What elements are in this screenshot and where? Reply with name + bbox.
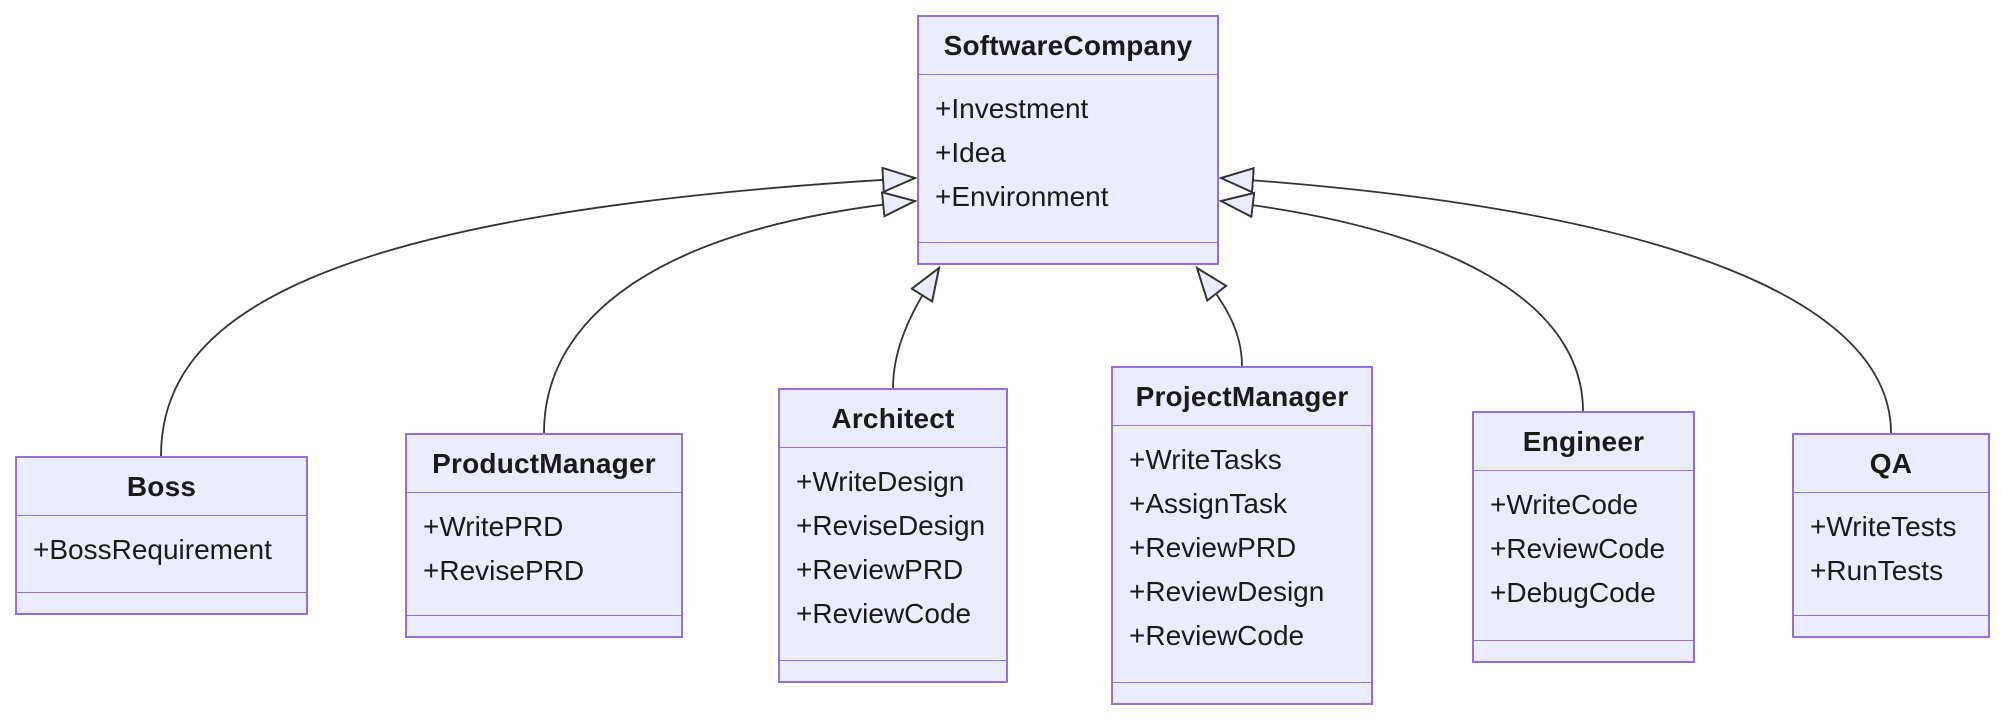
member-row: +ReviewCode	[1129, 620, 1305, 651]
class-members: +WriteCode +ReviewCode +DebugCode	[1474, 471, 1693, 640]
class-methods-empty	[919, 242, 1217, 263]
class-members: +Investment +Idea +Environment	[919, 75, 1217, 242]
member-row: +ReviewCode	[796, 598, 972, 629]
member-row: +WritePRD	[423, 511, 564, 542]
class-engineer: Engineer +WriteCode +ReviewCode +DebugCo…	[1472, 411, 1695, 663]
member-row: +BossRequirement	[33, 534, 272, 565]
class-qa: QA +WriteTests +RunTests	[1792, 433, 1990, 638]
class-title: ProductManager	[407, 435, 681, 493]
class-title: ProjectManager	[1113, 368, 1371, 426]
member-row: +AssignTask	[1129, 488, 1287, 519]
class-methods-empty	[1113, 682, 1371, 703]
member-row: +ReviewPRD	[796, 554, 964, 585]
class-methods-empty	[407, 615, 681, 636]
class-members: +WriteTests +RunTests	[1794, 493, 1988, 615]
member-row: +ReviewDesign	[1129, 576, 1325, 607]
class-methods-empty	[780, 660, 1006, 681]
class-title: SoftwareCompany	[919, 17, 1217, 75]
class-members: +WritePRD +RevisePRD	[407, 493, 681, 615]
class-title: QA	[1794, 435, 1988, 493]
class-title: Architect	[780, 390, 1006, 448]
member-row: +WriteDesign	[796, 466, 965, 497]
class-methods-empty	[1474, 640, 1693, 661]
class-projectmanager: ProjectManager +WriteTasks +AssignTask +…	[1111, 366, 1373, 705]
member-row: +Investment	[935, 93, 1089, 124]
class-members: +WriteTasks +AssignTask +ReviewPRD +Revi…	[1113, 426, 1371, 682]
class-softwarecompany: SoftwareCompany +Investment +Idea +Envir…	[917, 15, 1219, 265]
member-row: +WriteTasks	[1129, 444, 1282, 475]
member-row: +ReviewPRD	[1129, 532, 1297, 563]
class-boss: Boss +BossRequirement	[15, 456, 308, 615]
class-title: Boss	[17, 458, 306, 516]
member-row: +ReviseDesign	[796, 510, 986, 541]
class-title: Engineer	[1474, 413, 1693, 471]
member-row: +RevisePRD	[423, 555, 585, 586]
class-methods-empty	[17, 592, 306, 613]
member-row: +WriteTests	[1810, 511, 1957, 542]
class-architect: Architect +WriteDesign +ReviseDesign +Re…	[778, 388, 1008, 683]
member-row: +Idea	[935, 137, 1006, 168]
member-row: +WriteCode	[1490, 489, 1639, 520]
class-methods-empty	[1794, 615, 1988, 636]
class-members: +BossRequirement	[17, 516, 306, 592]
edge-architect-to-softwarecompany	[892, 268, 939, 389]
member-row: +ReviewCode	[1490, 533, 1666, 564]
member-row: +RunTests	[1810, 555, 1944, 586]
class-productmanager: ProductManager +WritePRD +RevisePRD	[405, 433, 683, 638]
edge-projectmanager-to-softwarecompany	[1197, 268, 1243, 367]
member-row: +Environment	[935, 181, 1109, 212]
member-row: +DebugCode	[1490, 577, 1656, 608]
class-members: +WriteDesign +ReviseDesign +ReviewPRD +R…	[780, 448, 1006, 660]
